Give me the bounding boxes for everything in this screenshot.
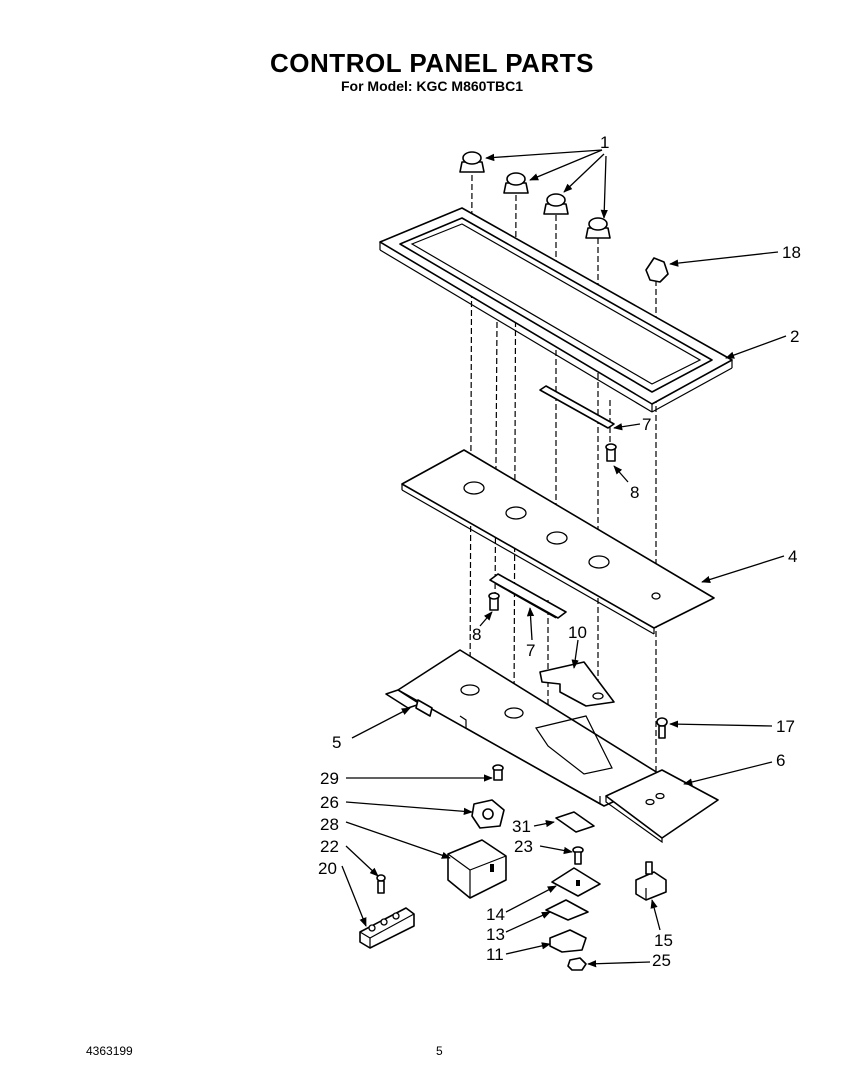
- screw-icon: [572, 846, 584, 865]
- switch-bracket: [551, 867, 601, 897]
- callout-22: 22: [320, 837, 339, 856]
- callout-15: 15: [654, 931, 673, 950]
- callout-31: 31: [512, 817, 531, 836]
- callout-13: 13: [486, 925, 505, 944]
- switch-component: [471, 799, 505, 829]
- knob-icon: [459, 151, 611, 239]
- screw-icon: [605, 443, 617, 462]
- callout-7-lower: 7: [526, 641, 535, 660]
- callout-28: 28: [320, 815, 339, 834]
- page-number: 5: [436, 1044, 443, 1058]
- selector-knob-icon: [645, 257, 669, 283]
- mounting-strip: [489, 573, 567, 619]
- screw-icon: [656, 717, 668, 739]
- callout-1: 1: [600, 133, 609, 152]
- callout-18: 18: [782, 243, 801, 262]
- control-bracket: [385, 649, 667, 807]
- terminal-block: [359, 907, 415, 949]
- insulator-pad: [555, 811, 595, 833]
- callout-5: 5: [332, 733, 341, 752]
- trim-frame: [379, 207, 733, 413]
- screw-icon: [376, 874, 386, 894]
- callout-20: 20: [318, 859, 337, 878]
- screw-icon: [488, 592, 500, 611]
- callout-6: 6: [776, 751, 785, 770]
- callout-14: 14: [486, 905, 505, 924]
- document-number: 4363199: [86, 1044, 133, 1058]
- screw-icon: [492, 764, 504, 781]
- model-subtitle: For Model: KGC M860TBC1: [340, 78, 523, 94]
- callout-7-upper: 7: [642, 415, 651, 434]
- end-bracket: [605, 769, 719, 844]
- switch-plate: [545, 899, 589, 921]
- callout-4: 4: [788, 547, 797, 566]
- transformer-box: [447, 839, 507, 899]
- callout-25: 25: [652, 951, 671, 970]
- callout-8-lower: 8: [472, 625, 481, 644]
- leader-lines: [341, 149, 787, 968]
- page-title: CONTROL PANEL PARTS: [270, 48, 594, 78]
- callout-2: 2: [790, 327, 799, 346]
- callout-8-upper: 8: [630, 483, 639, 502]
- callout-labels: 1 18 2 7 8 4 8 7 10 5 17 6 29 26 28 31 2…: [318, 133, 801, 970]
- nut-icon: [567, 957, 587, 971]
- small-bracket: [539, 661, 615, 707]
- callout-11: 11: [486, 945, 504, 964]
- callout-29: 29: [320, 769, 339, 788]
- callout-17: 17: [776, 717, 795, 736]
- callout-26: 26: [320, 793, 339, 812]
- mounting-strip: [539, 385, 615, 429]
- control-panel-plate: [401, 449, 715, 635]
- thermostat-switch: [549, 929, 587, 953]
- callout-10: 10: [568, 623, 587, 642]
- rotary-switch: [635, 861, 667, 901]
- callout-23: 23: [514, 837, 533, 856]
